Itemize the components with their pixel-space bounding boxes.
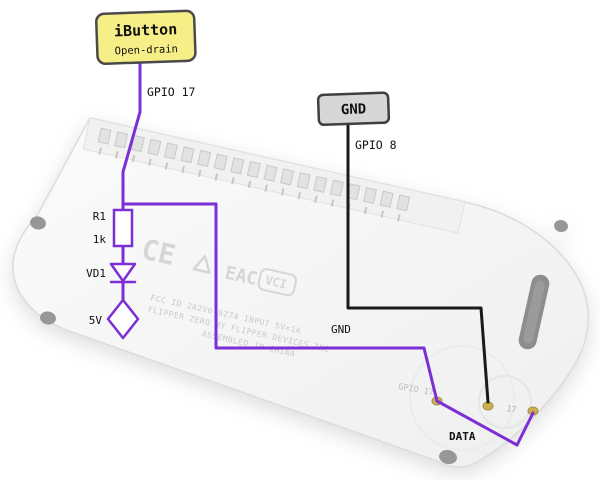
screw-hole-top-right — [554, 219, 568, 233]
diode-vd1 — [109, 262, 137, 284]
screw-hole-bottom-right — [439, 449, 457, 465]
speaker-ring-outer — [409, 345, 515, 451]
gnd-callout-title: GND — [341, 101, 367, 118]
supply-5v-diamond — [106, 298, 140, 340]
ground-wire-label: GND — [331, 323, 351, 336]
speaker-ring-inner — [478, 375, 532, 429]
signal-wire-main — [121, 60, 142, 212]
ce-mark: CE — [138, 233, 178, 273]
vci-badge: VCI — [257, 268, 297, 297]
pin-header-ticks — [98, 147, 401, 222]
signal-wire-branch — [121, 202, 535, 447]
pin-header-pins — [97, 127, 411, 212]
gnd-callout-box — [316, 91, 391, 127]
gnd-callout: GND — [316, 91, 391, 127]
vci-label: VCI — [264, 273, 288, 291]
pad-17-engraving: 17 — [505, 404, 517, 416]
gpio17-wire-label: GPIO 17 — [147, 85, 196, 99]
ibutton-callout-subtitle: Open-drain — [114, 43, 178, 57]
resistor-value-label: 1k — [93, 233, 107, 246]
pin-header — [97, 127, 411, 222]
resistor-r1 — [112, 208, 134, 248]
ground-wire — [346, 122, 490, 404]
gpio8-wire-label: GPIO 8 — [355, 138, 397, 152]
screw-hole-bottom-left — [40, 311, 56, 325]
device-group: CE EAC VCI FCC ID 2A2V6-9274 INPUT 5V=1A… — [12, 117, 589, 468]
ibutton-callout: iButton Open-drain — [95, 9, 197, 65]
diode-ref-label: VD1 — [86, 267, 106, 280]
ibutton-callout-title: iButton — [114, 20, 178, 40]
supply-label: 5V — [89, 314, 103, 327]
data-pad-label: DATA — [449, 430, 476, 443]
ibutton-callout-box — [95, 9, 197, 65]
screw-hole-top-left — [30, 216, 46, 230]
resistor-ref-label: R1 — [93, 210, 106, 223]
side-slot — [518, 274, 550, 350]
recycle-icon — [192, 254, 211, 274]
